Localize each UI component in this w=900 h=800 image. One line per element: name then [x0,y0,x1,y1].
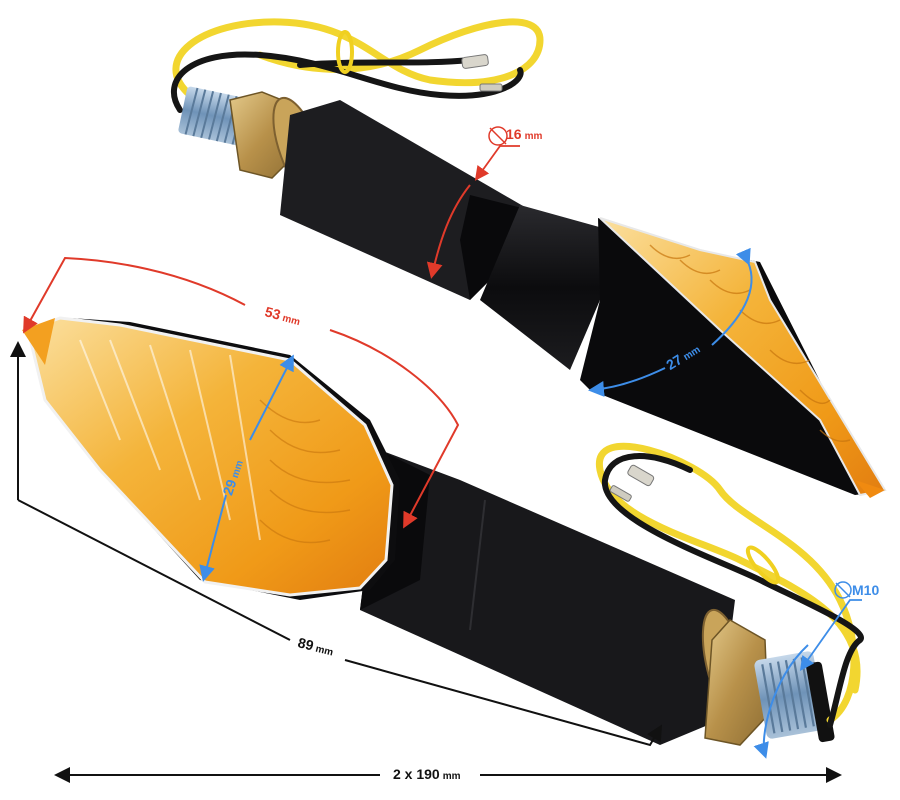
indicator-bottom [22,316,864,746]
dimension-53mm [23,256,460,529]
dimension-16mm [426,126,520,279]
connector-male-top [479,83,503,92]
diameter-icon [488,126,508,146]
stem-bottom [360,450,735,745]
connector-female-top [461,54,489,69]
wire-tie-top [336,30,354,74]
connector-female-bottom [627,464,655,487]
dimension-89mm [10,341,663,747]
lens-bottom [26,316,394,597]
indicator-top [171,18,887,498]
diameter-icon [834,581,852,599]
wire-yellow-bottom [596,442,861,724]
housing-top [580,218,880,495]
hex-nut-bottom [704,619,769,746]
wire-black-bottom [601,453,864,728]
wire-tie-bottom [745,545,781,585]
dimension-m10 [753,581,862,759]
neck-top [480,205,610,370]
dimension-29mm [199,354,294,582]
label-thread-size: M10 [852,582,880,598]
connector-male-bottom [609,485,632,502]
dimension-27mm [588,247,753,397]
